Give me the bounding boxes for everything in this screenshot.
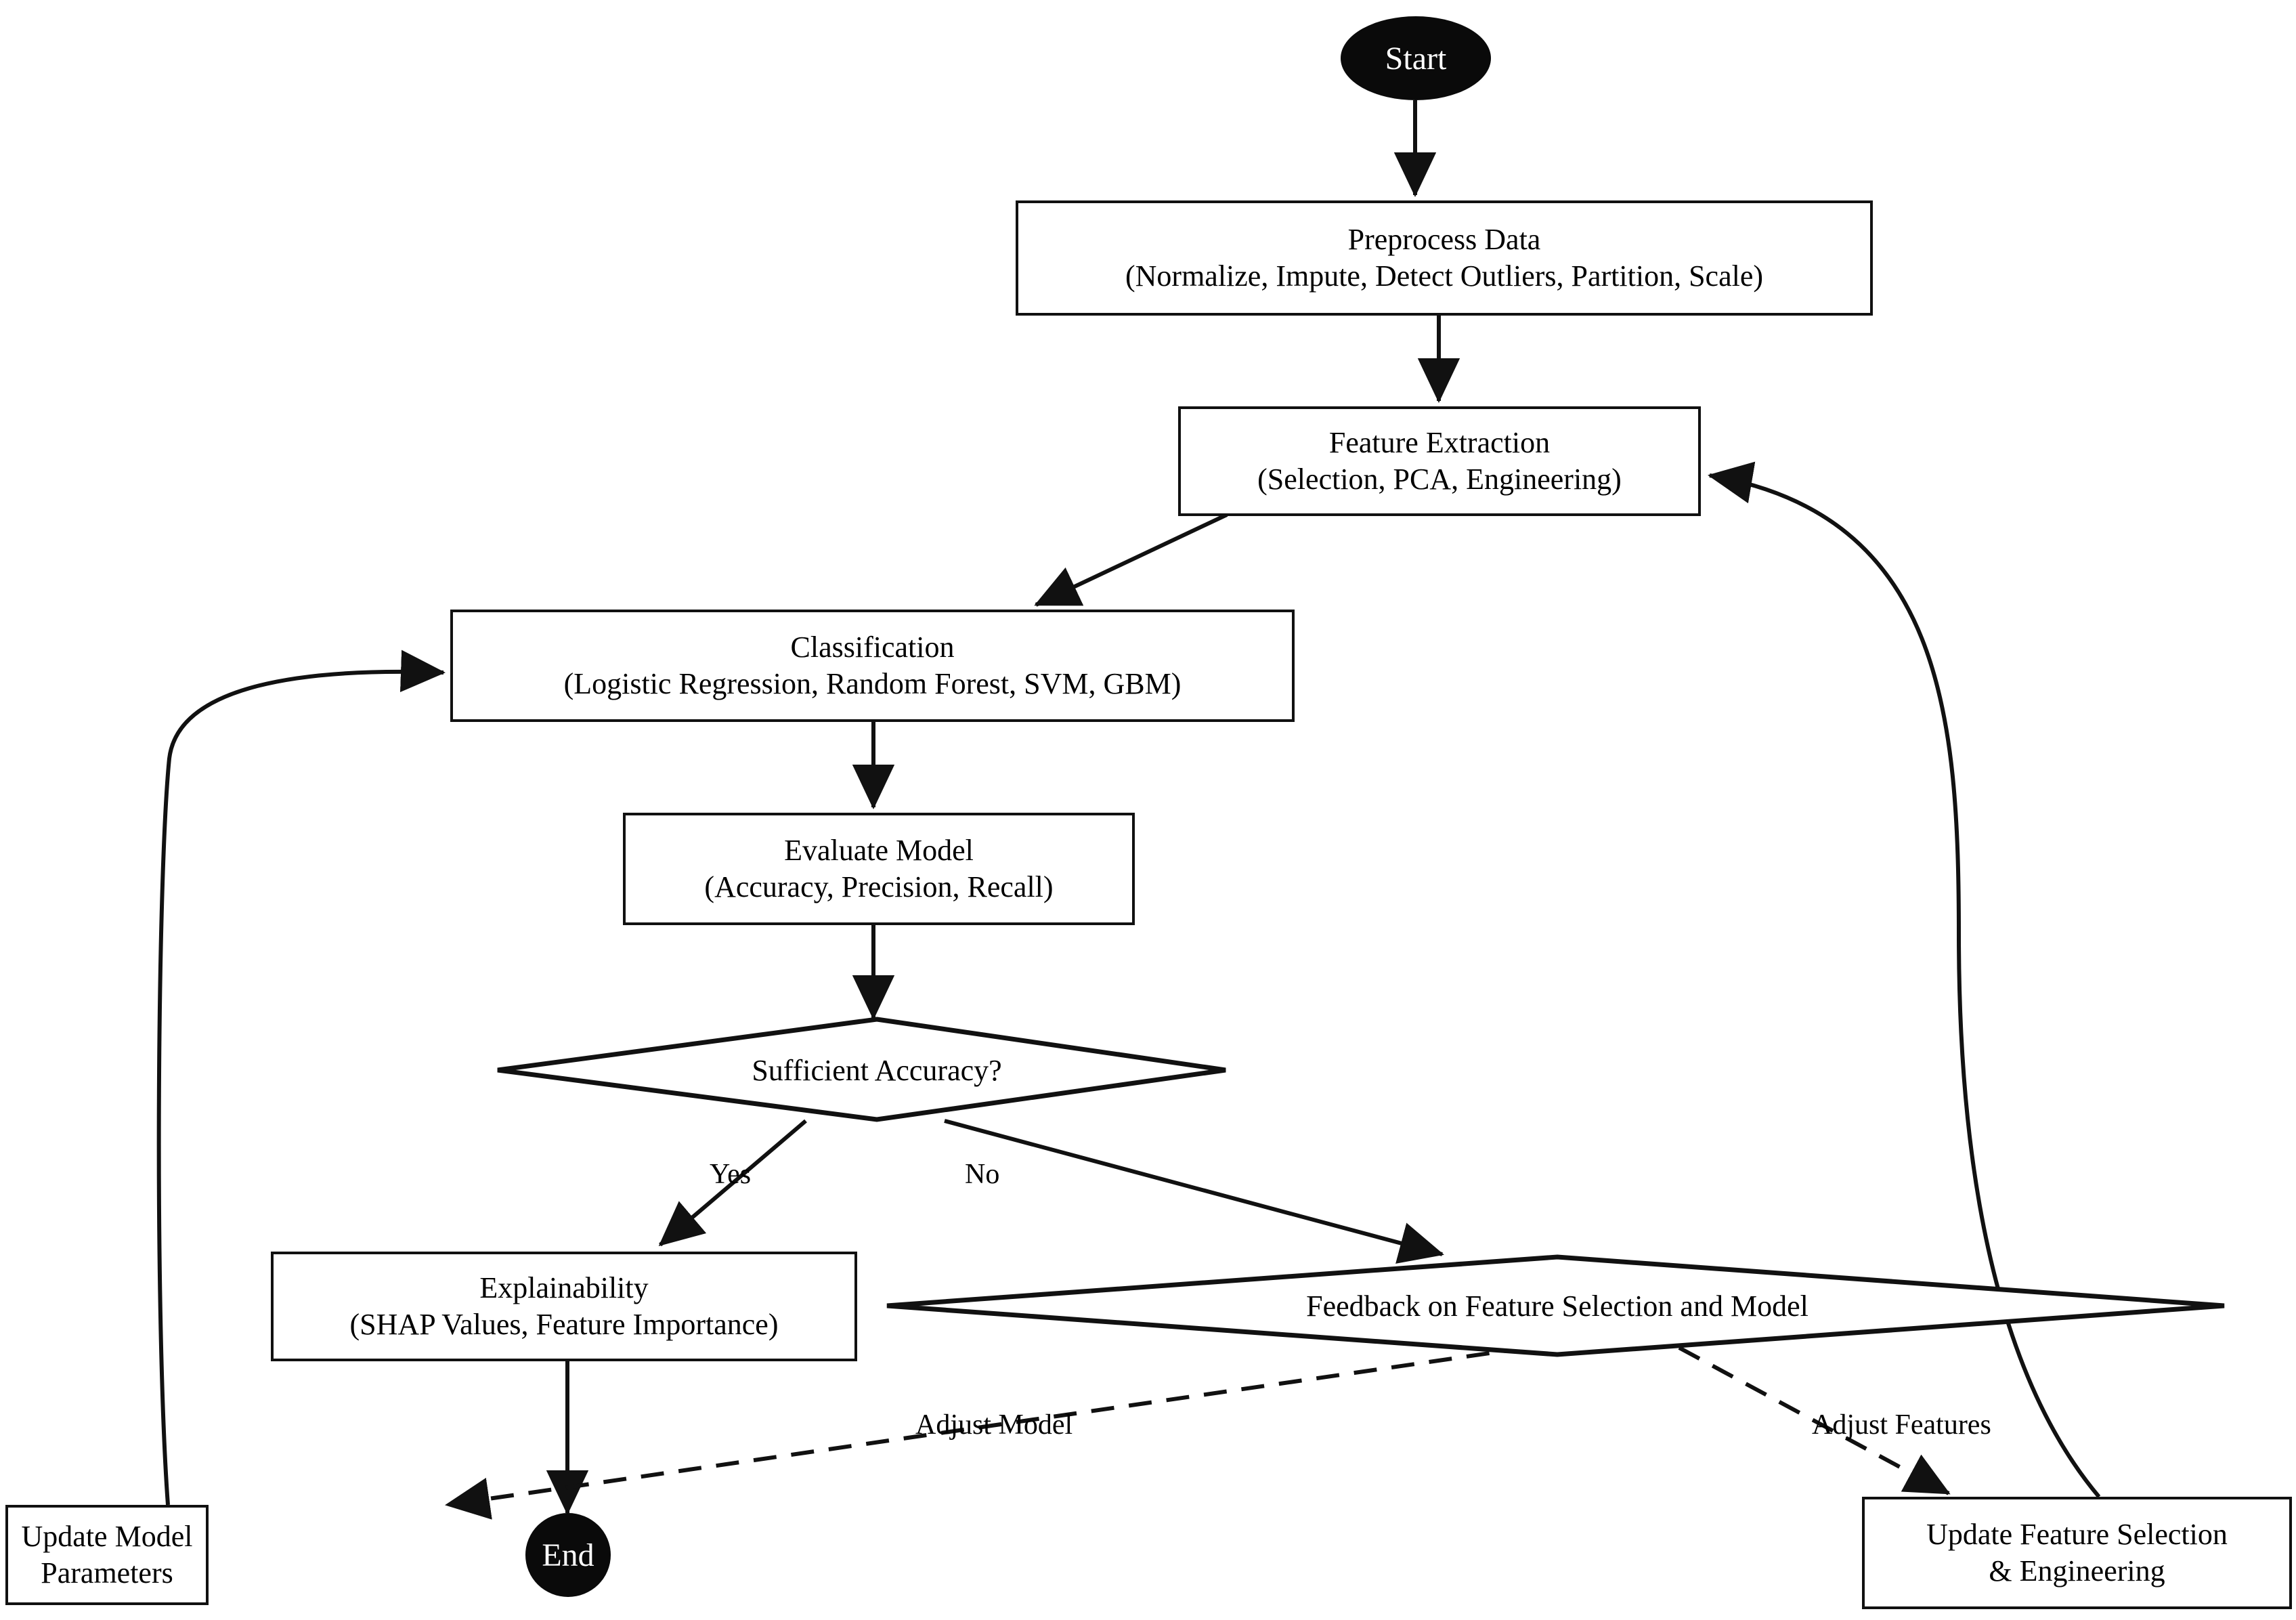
node-preprocess-line1: Preprocess Data (1347, 223, 1541, 257)
node-end-label: End (542, 1537, 594, 1573)
node-update-feature-selection-line2: & Engineering (1989, 1554, 2165, 1587)
node-classification-line1: Classification (790, 631, 955, 664)
node-preprocess-data[interactable]: Preprocess Data (Normalize, Impute, Dete… (1016, 200, 1873, 316)
edge-label-no-text: No (965, 1159, 1000, 1190)
edge-feedback-to-update-features (1678, 1346, 1951, 1495)
node-end[interactable]: End (525, 1513, 611, 1597)
edge-label-yes: Yes (710, 1158, 751, 1191)
edge-decision-yes-to-explainability (658, 1119, 807, 1247)
node-start[interactable]: Start (1341, 16, 1491, 100)
node-start-label: Start (1385, 40, 1447, 77)
node-update-feature-selection[interactable]: Update Feature Selection & Engineering (1862, 1497, 2292, 1609)
node-feature-extraction[interactable]: Feature Extraction (Selection, PCA, Engi… (1178, 406, 1701, 516)
node-update-model-parameters[interactable]: Update Model Parameters (5, 1505, 209, 1605)
node-update-model-parameters-label: Update Model Parameters (21, 1520, 193, 1590)
node-preprocess-line2: (Normalize, Impute, Detect Outliers, Par… (1125, 259, 1764, 293)
edge-feature-extraction-to-classification (1034, 513, 1228, 607)
node-explainability-line2: (SHAP Values, Feature Importance) (349, 1308, 779, 1341)
feedback-diamond (886, 1254, 2225, 1357)
decision-accuracy-diamond (497, 1017, 1226, 1122)
edge-label-yes-text: Yes (710, 1159, 752, 1190)
node-feature-extraction-line2: (Selection, PCA, Engineering) (1257, 463, 1622, 496)
node-evaluate-line1: Evaluate Model (784, 834, 974, 868)
edge-decision-no-to-feedback (944, 1119, 1444, 1264)
edge-update-model-to-classification (156, 649, 446, 1506)
node-update-feature-selection-line1: Update Feature Selection (1926, 1518, 2228, 1552)
node-classification[interactable]: Classification (Logistic Regression, Ran… (450, 610, 1295, 722)
edge-label-adjust-features-text: Adjust Features (1812, 1409, 1991, 1441)
node-feature-extraction-line1: Feature Extraction (1328, 426, 1551, 460)
edge-label-adjust-features: Adjust Features (1812, 1409, 1991, 1441)
edge-label-adjust-model: Adjust Model (915, 1409, 1073, 1441)
node-explainability-line1: Explainability (479, 1271, 649, 1305)
edge-feedback-to-update-model (445, 1346, 1528, 1520)
node-evaluate-line2: (Accuracy, Precision, Recall) (704, 870, 1054, 903)
node-classification-line2: (Logistic Regression, Random Forest, SVM… (563, 667, 1182, 700)
edge-label-adjust-model-text: Adjust Model (915, 1409, 1073, 1441)
node-explainability[interactable]: Explainability (SHAP Values, Feature Imp… (271, 1252, 857, 1361)
edge-update-features-to-feature-extraction (1708, 461, 2101, 1498)
node-evaluate-model[interactable]: Evaluate Model (Accuracy, Precision, Rec… (623, 813, 1135, 925)
edge-label-no: No (965, 1158, 999, 1191)
